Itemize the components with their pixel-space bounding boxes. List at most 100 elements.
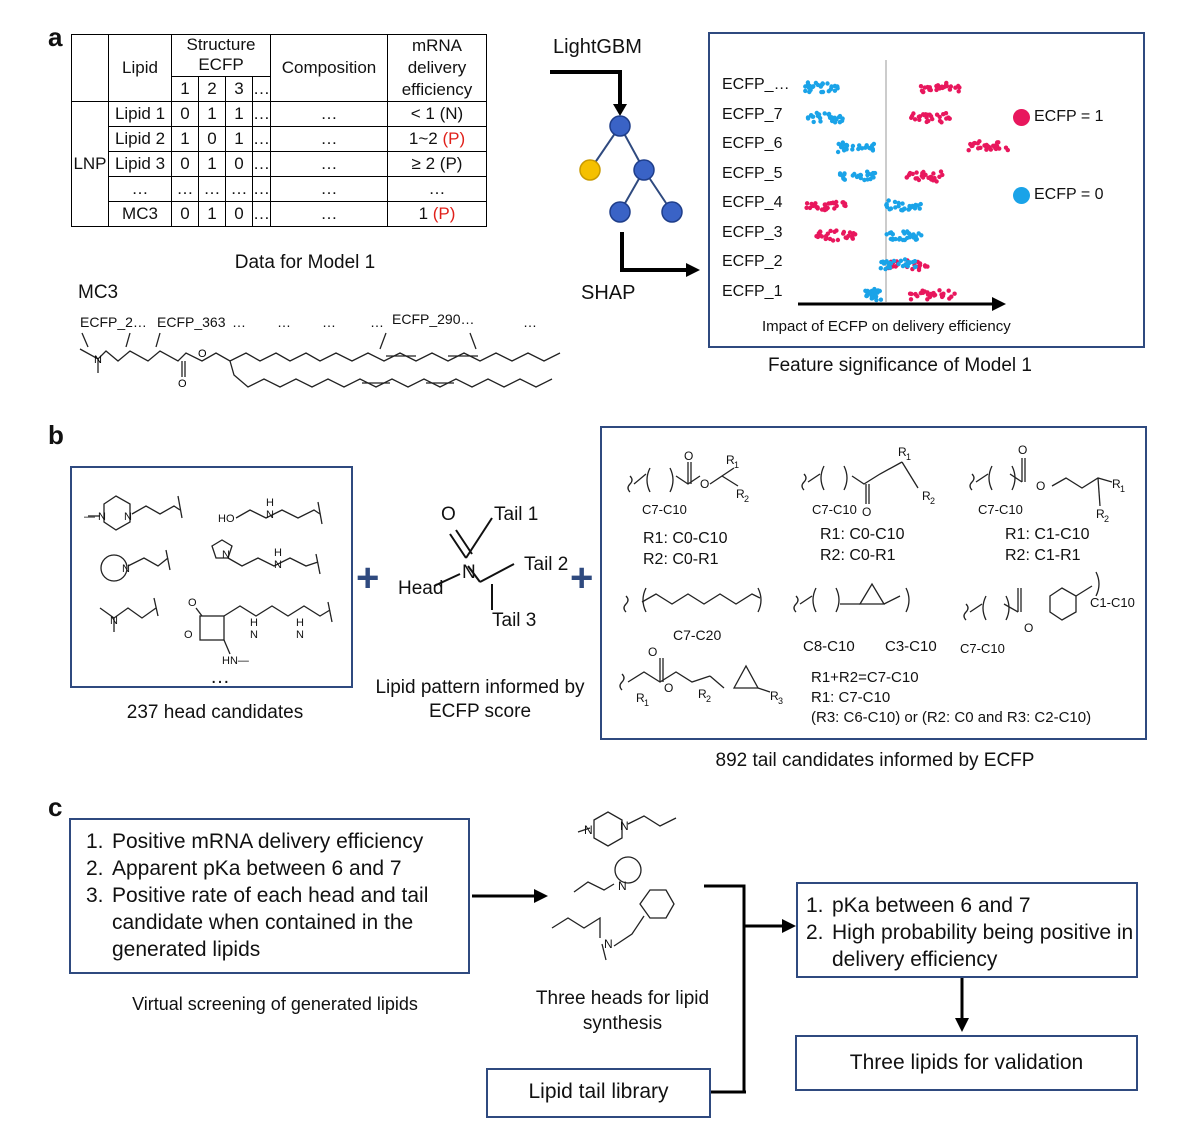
shap-point [805,82,811,87]
svg-text:N: N [250,629,258,641]
svg-text:R: R [636,691,645,705]
shap-point [836,141,841,147]
list-item: 2.Apparent pKa between 6 and 7 [86,855,466,882]
list-item: 1.pKa between 6 and 7 [806,892,1136,919]
shap-point [886,198,891,203]
shap-point [803,88,808,94]
shap-point [904,175,909,180]
shap-point [931,171,936,176]
header-structure-ecfp: Structure ECFP [171,34,271,77]
shap-point [927,112,932,117]
shap-point [890,232,895,237]
tail-library-label: Lipid tail library [528,1080,669,1103]
legend-ecfp-1: ECFP = 1 [1013,108,1104,126]
svg-text:2: 2 [744,494,749,504]
shap-point [832,229,837,234]
efficiency-tag: (P) [439,154,463,173]
shap-point [923,264,928,269]
shap-point [804,205,809,210]
table-cell-efficiency: 1 (P) [387,201,487,227]
tree-node [633,159,655,181]
tail1-r1: R1: C0-C10 [643,530,728,547]
shap-point [932,292,938,298]
pattern-tail3: Tail 3 [492,610,537,631]
shap-point [842,146,847,151]
shap-point [947,296,952,301]
tail5-carbon-a: C8-C10 [803,638,855,655]
list-text: pKa between 6 and 7 [832,894,1031,917]
shap-point [985,144,991,149]
shap-point [916,177,922,183]
table-cell-b3: 1 [225,101,253,127]
shap-point [937,288,942,293]
shap-point [900,201,905,206]
shap-point [912,264,918,270]
mc3-structure: N O O [79,332,561,390]
shap-point [872,286,877,292]
shap-point [906,207,911,212]
table-cell-comp: … [270,126,388,152]
svg-text:N: N [266,509,274,521]
shap-point [817,115,823,121]
shap-point [952,291,957,296]
svg-text:O: O [178,378,187,390]
pattern-tail2: Tail 2 [524,554,569,575]
plus-sign: + [570,556,594,600]
shap-point [918,84,924,89]
shap-point [924,119,929,125]
tail3-carbon: C7-C10 [978,502,1023,517]
svg-text:HO: HO [218,513,235,525]
shap-point [1003,145,1009,150]
table-cell-efficiency: … [387,176,487,202]
svg-text:N: N [94,354,102,366]
pattern-tail1: Tail 1 [494,504,539,525]
shap-point [823,236,828,242]
legend-ecfp-0: ECFP = 0 [1013,186,1104,204]
mc3-ellipsis: … [232,314,246,330]
svg-text:N: N [296,629,304,641]
svg-text:N: N [110,615,118,627]
shap-feature-label: ECFP_2 [722,253,783,270]
table-cell-b1: 0 [171,101,199,127]
svg-text:R: R [1096,507,1105,521]
header-ecfp-bit: 2 [198,75,226,103]
shap-point [903,262,908,267]
shap-point [825,231,830,236]
shap-point [912,117,918,122]
tree-node [609,201,631,223]
shap-point [870,148,876,153]
shap-point [908,297,914,302]
shap-point [976,146,981,151]
svg-text:1: 1 [906,452,911,462]
list-number: 1. [86,830,104,853]
shap-point [938,169,944,174]
shap-point [905,235,910,241]
shap-point [937,118,943,124]
table-cell-name: MC3 [108,201,172,227]
mc3-label-ecfp2: ECFP_2… [80,314,147,330]
shap-point [937,114,942,120]
pattern-n: N [462,562,476,583]
head-ellipsis: … [210,666,230,688]
shap-point [884,202,889,207]
shap-label: SHAP [581,282,636,304]
svg-text:O: O [684,449,693,463]
shap-point [818,233,823,238]
shap-point [914,170,919,175]
header-efficiency: mRNA delivery efficiency [387,34,487,102]
shap-point [891,258,897,264]
shap-point [865,169,870,174]
shap-point [944,116,949,121]
shap-point [917,206,922,211]
shap-point [818,84,823,89]
flow-arrows [472,884,796,1094]
shap-summary-plot [798,60,1010,311]
svg-text:N: N [274,559,282,571]
shap-point [939,292,944,297]
list-text: High probability being positive in deliv… [832,921,1134,971]
svg-text:N: N [584,823,593,837]
header-ecfp-bit: … [252,75,271,103]
header-ecfp-bit: 3 [225,75,253,103]
